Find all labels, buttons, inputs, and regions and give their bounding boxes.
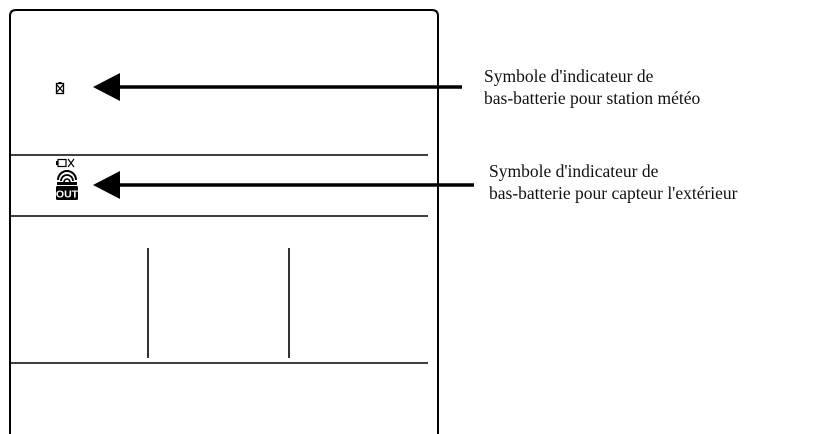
callout-station-line-2: bas-batterie pour station météo (484, 88, 701, 108)
callout-station-line-1: Symbole d'indicateur de (484, 66, 654, 86)
callout-sensor-line-2: bas-batterie pour capteur l'extérieur (489, 183, 738, 203)
callout-sensor-low-battery: Symbole d'indicateur de bas-batterie pou… (489, 160, 738, 204)
arrow-sensor-icon (93, 171, 474, 199)
out-badge-text: OUT (56, 189, 79, 201)
station-low-battery-icon (55, 82, 65, 95)
out-badge (56, 186, 78, 200)
sensor-low-battery-icon (56, 158, 77, 185)
display-frame (9, 9, 439, 434)
callout-station-low-battery: Symbole d'indicateur de bas-batterie pou… (484, 65, 700, 109)
arrow-station-icon (93, 73, 462, 101)
callout-sensor-line-1: Symbole d'indicateur de (489, 161, 659, 181)
